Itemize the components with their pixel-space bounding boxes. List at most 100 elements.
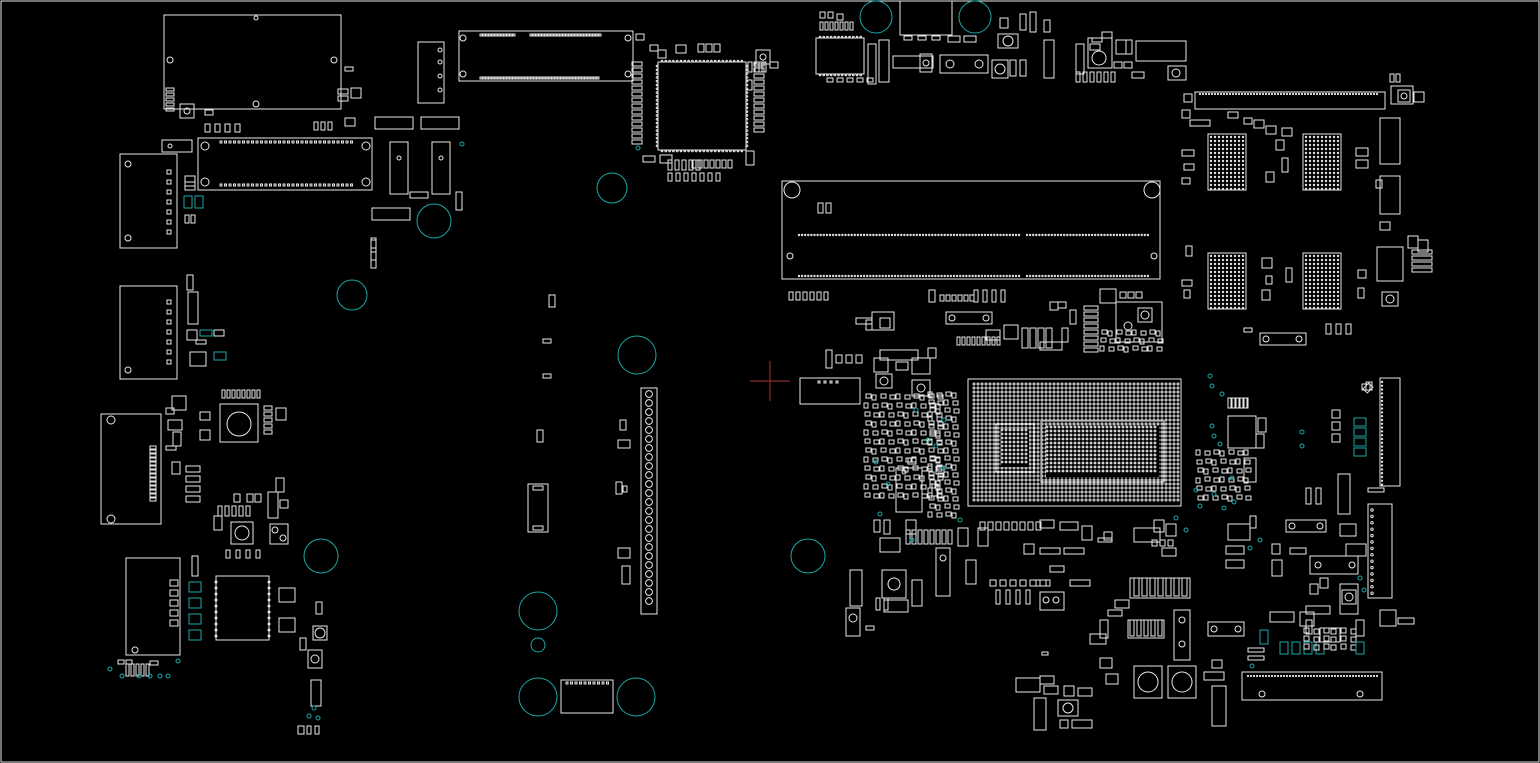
pad-circle bbox=[1355, 675, 1356, 676]
smd-pad bbox=[754, 128, 764, 132]
connector-pin bbox=[274, 141, 276, 143]
connector-pin bbox=[646, 571, 653, 578]
connector-pin bbox=[590, 34, 592, 36]
pad-circle bbox=[1367, 675, 1368, 676]
cpu-ball bbox=[1094, 438, 1096, 440]
cpu-ball bbox=[1057, 487, 1059, 489]
cpu-ball bbox=[981, 463, 983, 465]
dram-ball bbox=[1238, 152, 1239, 153]
cpu-ball bbox=[1073, 403, 1075, 405]
dram-ball bbox=[1238, 287, 1239, 288]
dram-ball bbox=[1210, 188, 1211, 189]
dram-ball bbox=[1214, 156, 1215, 157]
cpu-ball bbox=[973, 391, 975, 393]
cpu-ball bbox=[1037, 435, 1039, 437]
cpu-ball bbox=[1074, 462, 1076, 464]
cpu-ball bbox=[1009, 383, 1011, 385]
cpu-ball bbox=[1133, 387, 1135, 389]
connector-pin bbox=[922, 234, 923, 235]
smd-pad bbox=[264, 424, 272, 428]
cpu-ball bbox=[1173, 451, 1175, 453]
pad-circle bbox=[1296, 336, 1302, 342]
connector-pin bbox=[888, 234, 889, 235]
cpu-ball bbox=[1145, 399, 1147, 401]
connector-pin bbox=[1334, 93, 1335, 94]
cpu-ball bbox=[997, 435, 999, 437]
cpu-ball bbox=[1029, 499, 1031, 501]
pad-circle bbox=[923, 60, 929, 66]
dram-ball bbox=[1226, 263, 1227, 264]
cpu-ball bbox=[1025, 399, 1027, 401]
cpu-ball bbox=[1106, 434, 1108, 436]
cpu-ball bbox=[1082, 470, 1084, 472]
cpu-ball bbox=[1013, 475, 1015, 477]
cpu-ball bbox=[1165, 467, 1167, 469]
passive-component bbox=[1304, 636, 1309, 641]
cpu-ball bbox=[1017, 437, 1019, 439]
component-outline bbox=[311, 680, 321, 706]
smd-pad bbox=[716, 173, 720, 181]
cpu-ball bbox=[1161, 491, 1163, 493]
cpu-ball bbox=[1169, 499, 1171, 501]
passive-component bbox=[1351, 629, 1356, 634]
connector-pin bbox=[860, 275, 861, 276]
cpu-ball bbox=[1097, 403, 1099, 405]
cpu-ball bbox=[1137, 423, 1139, 425]
component-outline bbox=[1100, 289, 1116, 303]
connector-pin bbox=[845, 234, 846, 235]
smd-pad bbox=[1174, 578, 1179, 596]
connector-pin bbox=[1045, 234, 1046, 235]
cpu-ball bbox=[1121, 391, 1123, 393]
dram-ball bbox=[1317, 184, 1318, 185]
cpu-ball bbox=[1013, 429, 1015, 431]
pad-circle bbox=[1381, 412, 1382, 413]
via bbox=[636, 146, 640, 150]
dram-ball bbox=[1222, 156, 1223, 157]
component-outline bbox=[660, 155, 672, 163]
pad-circle bbox=[1259, 675, 1260, 676]
cpu-ball bbox=[1093, 403, 1095, 405]
cpu-ball bbox=[1141, 479, 1143, 481]
cpu-ball bbox=[1177, 403, 1179, 405]
cpu-ball bbox=[1017, 403, 1019, 405]
cpu-ball bbox=[1117, 399, 1119, 401]
smd-pad bbox=[754, 116, 764, 120]
passive-component bbox=[922, 494, 927, 498]
cpu-ball bbox=[1009, 449, 1011, 451]
connector-pin bbox=[867, 275, 868, 276]
dram-ball bbox=[1214, 172, 1215, 173]
component-outline bbox=[866, 626, 874, 630]
component-outline bbox=[371, 240, 376, 248]
smd-pad bbox=[264, 412, 272, 416]
cpu-ball bbox=[1001, 449, 1003, 451]
cpu-ball bbox=[1109, 403, 1111, 405]
connector-pin bbox=[953, 234, 954, 235]
connector-pin bbox=[238, 184, 240, 186]
cpu-ball bbox=[1105, 495, 1107, 497]
connector-pin bbox=[845, 275, 846, 276]
dram-ball bbox=[1218, 307, 1219, 308]
smd-pad bbox=[820, 22, 823, 30]
cpu-ball bbox=[1089, 383, 1091, 385]
component-outline bbox=[533, 526, 543, 530]
cpu-ball bbox=[1077, 407, 1079, 409]
cpu-ball bbox=[1177, 495, 1179, 497]
pad-circle bbox=[1319, 675, 1320, 676]
cpu-ball bbox=[1025, 391, 1027, 393]
smd-pad bbox=[754, 74, 764, 78]
cpu-ball bbox=[1094, 442, 1096, 444]
cpu-ball bbox=[1065, 395, 1067, 397]
component-outline bbox=[1108, 610, 1122, 616]
passive-component bbox=[1118, 346, 1123, 350]
cpu-ball bbox=[1050, 470, 1052, 472]
smd-pad bbox=[264, 406, 272, 410]
mounting-hole bbox=[791, 539, 825, 573]
smd-pad bbox=[708, 173, 712, 181]
connector-pin bbox=[1205, 93, 1206, 94]
smd-pad bbox=[837, 78, 843, 82]
dram-ball bbox=[1333, 160, 1334, 161]
connector-pad bbox=[170, 580, 178, 586]
connector-pin bbox=[848, 275, 849, 276]
